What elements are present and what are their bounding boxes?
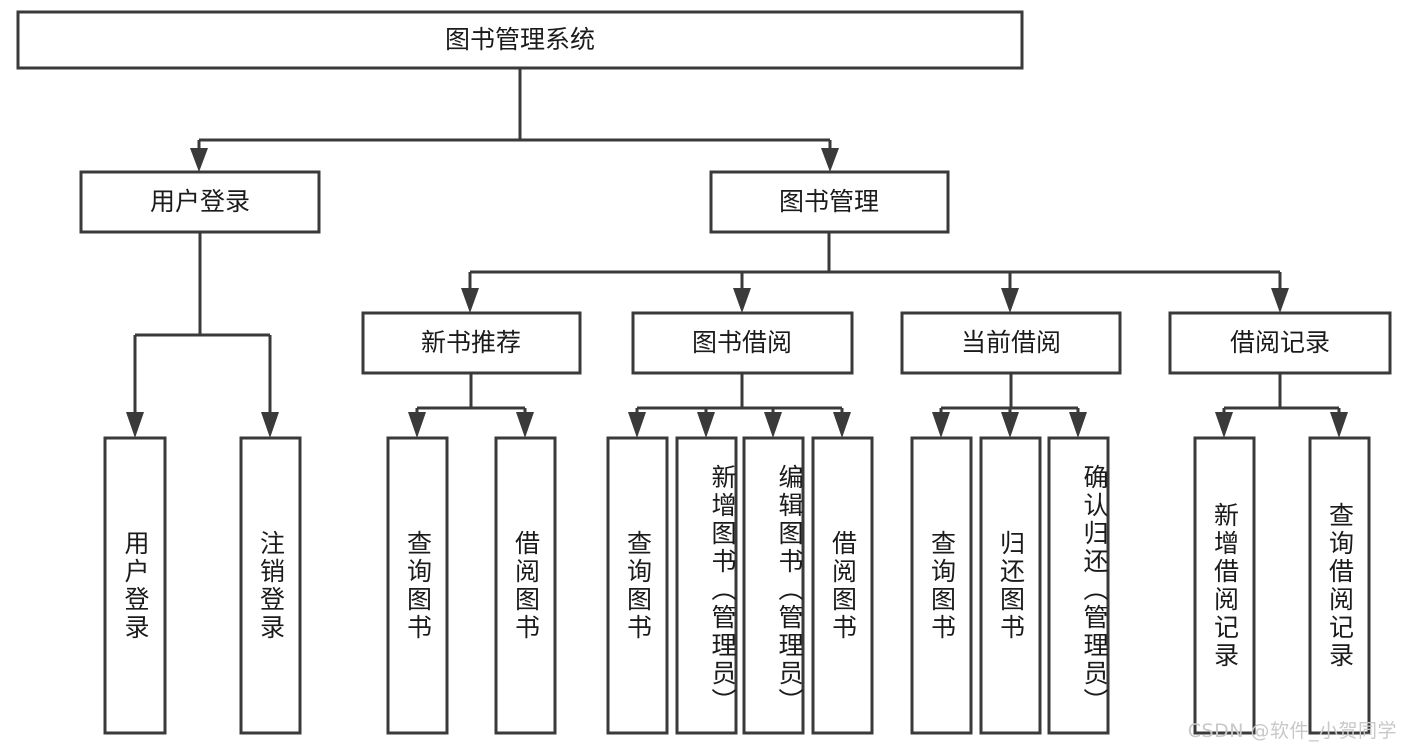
node-new-book-recommend-label: 新书推荐 <box>421 328 521 357</box>
node-new-book-recommend-box[interactable] <box>361 311 582 375</box>
arrow-head-nb-leaf1 <box>408 412 426 438</box>
csdn-watermark: CSDN @软件_小贺同学 <box>1187 720 1397 742</box>
arrow-head-br-leaf1 <box>1215 412 1233 438</box>
leaf-box-book-borrow-3[interactable] <box>811 436 874 735</box>
arrow-head-bb-leaf4 <box>833 412 851 438</box>
node-current-borrow-box[interactable] <box>900 311 1122 375</box>
arrow-head-current-borrow <box>1001 288 1019 313</box>
arrow-head-bb-leaf3 <box>764 412 782 438</box>
leaf-box-user-login-0[interactable] <box>103 436 167 735</box>
leaf-box-book-borrow-1[interactable] <box>675 436 738 735</box>
connector-user-login-to-leaves <box>126 232 279 438</box>
node-user-login-box[interactable] <box>79 170 321 234</box>
node-current-borrow-label: 当前借阅 <box>961 328 1061 357</box>
leaf-box-new-book-1[interactable] <box>494 436 557 735</box>
connector-borrow-record-to-leaves <box>1215 373 1348 438</box>
connector-new-book-to-leaves <box>408 373 534 438</box>
leaf-box-new-book-0[interactable] <box>386 436 449 735</box>
arrow-head-new-book <box>461 288 479 313</box>
node-borrow-record-box[interactable] <box>1168 311 1392 375</box>
arrow-head-ul-leaf2 <box>261 412 279 438</box>
node-root-box[interactable] <box>16 10 1024 70</box>
node-book-manage[interactable]: 图书管理 <box>709 170 950 234</box>
connector-current-borrow-to-leaves <box>932 373 1087 438</box>
leaf-box-borrow-record-1[interactable] <box>1308 436 1371 735</box>
node-new-book-recommend[interactable]: 新书推荐 <box>361 311 582 375</box>
arrow-head-borrow-record <box>1271 288 1289 313</box>
arrow-head-cb-leaf2 <box>1001 412 1019 438</box>
arrow-head-bb-leaf2 <box>697 412 715 438</box>
node-borrow-record-label: 借阅记录 <box>1230 328 1330 357</box>
node-user-login-label: 用户登录 <box>150 187 250 216</box>
node-book-borrow-label: 图书借阅 <box>692 328 792 357</box>
connector-book-manage-to-level3 <box>461 232 1289 313</box>
node-book-borrow[interactable]: 图书借阅 <box>631 311 854 375</box>
node-root-label: 图书管理系统 <box>445 25 595 54</box>
leaf-box-book-borrow-0[interactable] <box>606 436 669 735</box>
arrow-head-bb-leaf1 <box>628 412 646 438</box>
leaf-box-user-login-1[interactable] <box>239 436 302 735</box>
node-root[interactable]: 图书管理系统 <box>16 10 1024 70</box>
arrow-head-book-borrow <box>733 288 751 313</box>
leaf-box-current-borrow-2[interactable] <box>1047 436 1110 735</box>
leaf-box-current-borrow-1[interactable] <box>979 436 1042 735</box>
arrow-head-br-leaf2 <box>1330 412 1348 438</box>
connector-book-borrow-to-leaves <box>628 373 851 438</box>
leaf-box-current-borrow-0[interactable] <box>910 436 973 735</box>
leaf-box-book-borrow-2[interactable] <box>742 436 805 735</box>
node-user-login[interactable]: 用户登录 <box>79 170 321 234</box>
connector-root-to-level2 <box>190 68 839 172</box>
arrow-head-book-manage <box>821 148 839 172</box>
node-book-borrow-box[interactable] <box>631 311 854 375</box>
node-borrow-record[interactable]: 借阅记录 <box>1168 311 1392 375</box>
leaf-box-borrow-record-0[interactable] <box>1193 436 1256 735</box>
arrow-head-ul-leaf1 <box>126 412 144 438</box>
arrow-head-user-login <box>190 148 208 172</box>
node-book-manage-label: 图书管理 <box>779 187 879 216</box>
node-current-borrow[interactable]: 当前借阅 <box>900 311 1122 375</box>
arrow-head-cb-leaf1 <box>932 412 950 438</box>
arrow-head-nb-leaf2 <box>516 412 534 438</box>
arrow-head-cb-leaf3 <box>1069 412 1087 438</box>
